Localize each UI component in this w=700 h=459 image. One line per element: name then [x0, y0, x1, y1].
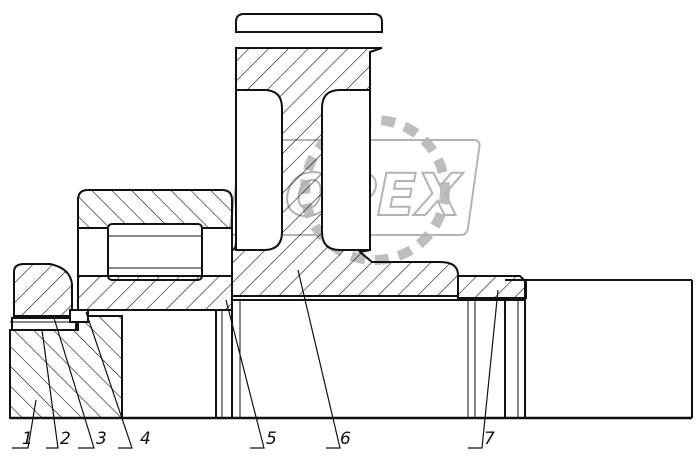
callout-3: 3: [96, 429, 107, 449]
bushing-part-7: [457, 275, 527, 299]
callout-2: 2: [60, 429, 71, 449]
callout-1: 1: [22, 429, 33, 449]
callout-5: 5: [266, 429, 277, 449]
shaft: [10, 279, 693, 420]
callout-labels: 1 2 3 4 5 6 7: [22, 429, 495, 449]
leader-lines: [12, 269, 499, 449]
callout-6: 6: [340, 429, 351, 449]
bearing-assembly: [77, 189, 233, 311]
callout-4: 4: [140, 429, 151, 449]
gear-part-6: [231, 13, 459, 297]
left-housing: [9, 263, 123, 419]
callout-7: 7: [484, 429, 495, 449]
